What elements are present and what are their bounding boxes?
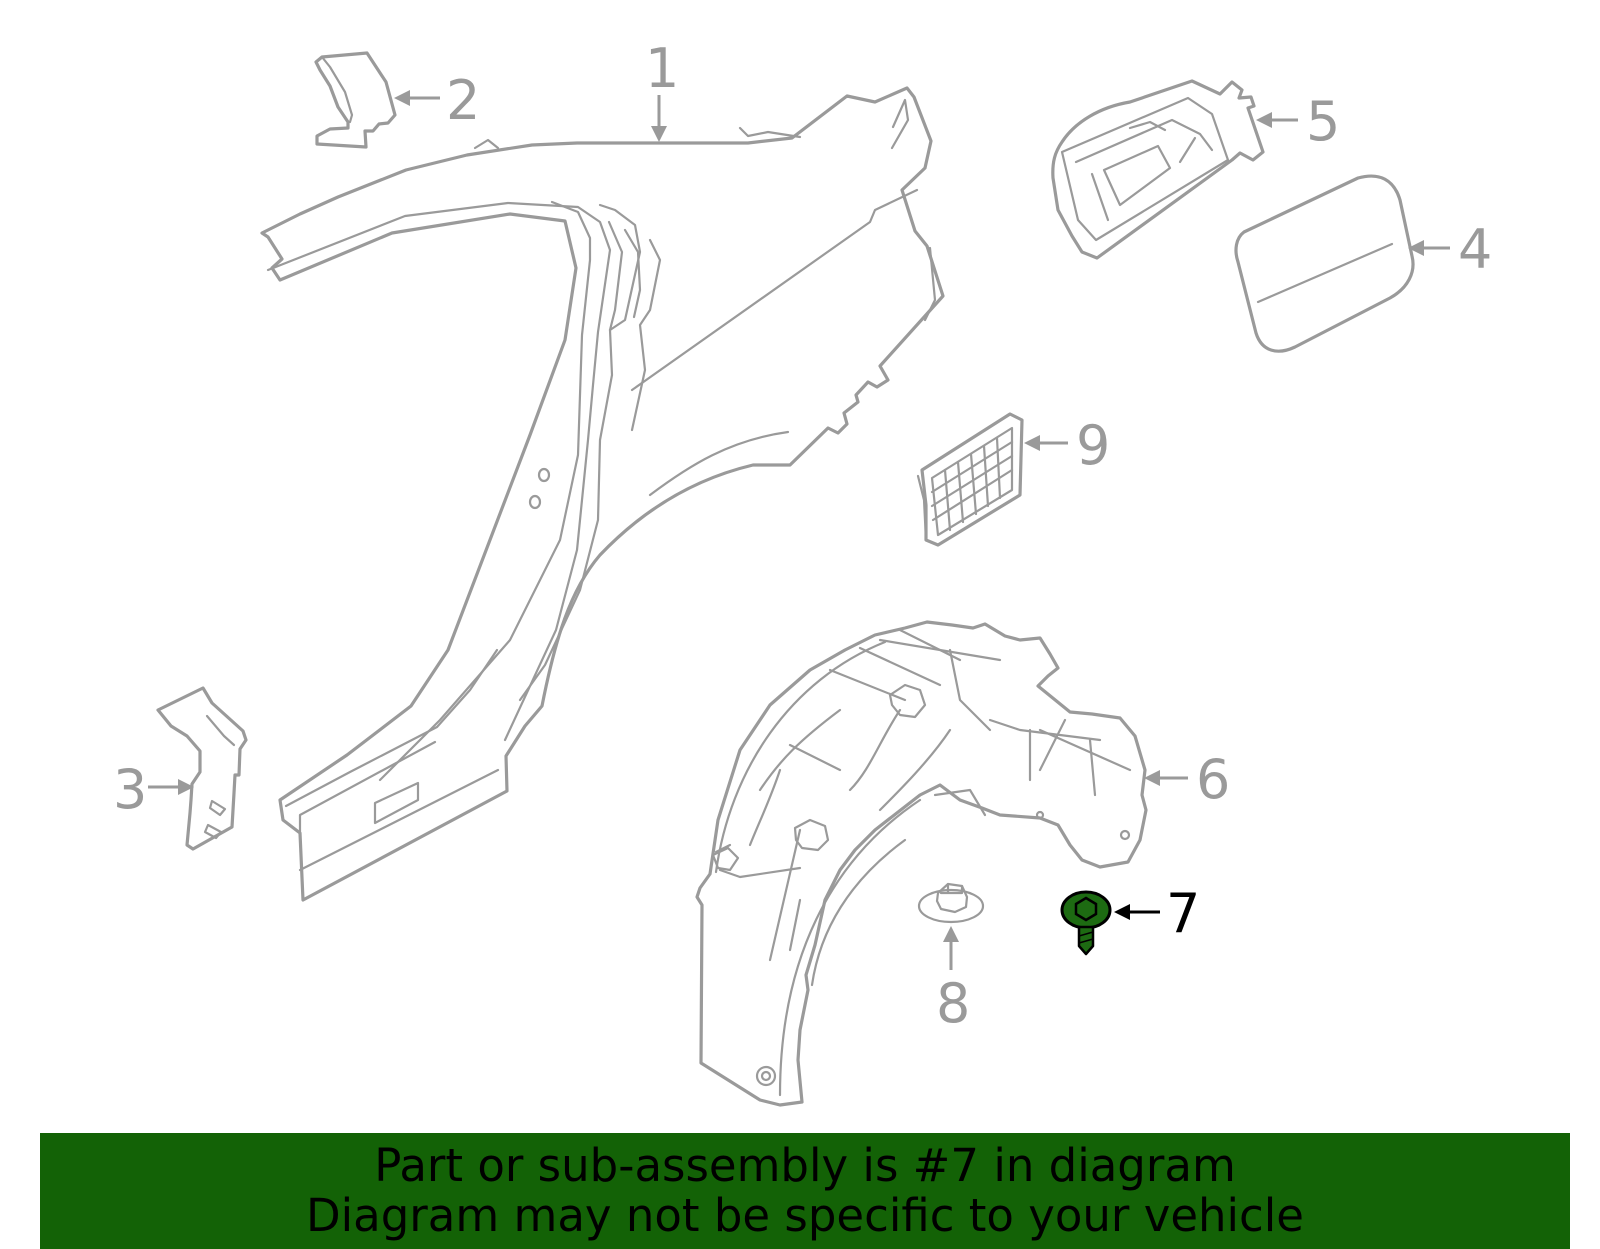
part-8-nut [917, 882, 985, 924]
info-banner: Part or sub-assembly is #7 in diagram Di… [40, 1133, 1570, 1249]
part-1-quarter-panel [260, 86, 945, 902]
callout-9: 9 [1076, 414, 1110, 477]
leader-9 [1024, 435, 1068, 451]
banner-line-2: Diagram may not be specific to your vehi… [306, 1189, 1304, 1242]
callout-3: 3 [113, 758, 147, 821]
callout-4: 4 [1458, 218, 1492, 281]
part-4-fuel-door [1234, 174, 1415, 353]
callout-5: 5 [1306, 90, 1340, 153]
leader-3 [148, 779, 194, 795]
callout-6: 6 [1196, 748, 1230, 811]
leader-6 [1144, 770, 1188, 786]
callout-2: 2 [446, 69, 480, 132]
callout-8: 8 [936, 972, 970, 1035]
part-9-vent-grille [916, 412, 1024, 547]
part-6-wheel-liner [695, 620, 1148, 1107]
leader-8 [943, 926, 959, 970]
leader-1 [651, 95, 667, 142]
banner-line-1: Part or sub-assembly is #7 in diagram [374, 1139, 1236, 1192]
leader-7 [1114, 904, 1160, 920]
part-5-fuel-housing [1051, 79, 1265, 260]
part-7-bolt [1060, 890, 1112, 956]
part-2-bracket [314, 51, 397, 149]
leader-4 [1408, 240, 1450, 256]
callout-1: 1 [645, 37, 679, 100]
leader-2 [394, 90, 440, 106]
part-3-reinforcement [156, 686, 248, 851]
leader-5 [1256, 112, 1298, 128]
callout-7: 7 [1166, 882, 1200, 945]
